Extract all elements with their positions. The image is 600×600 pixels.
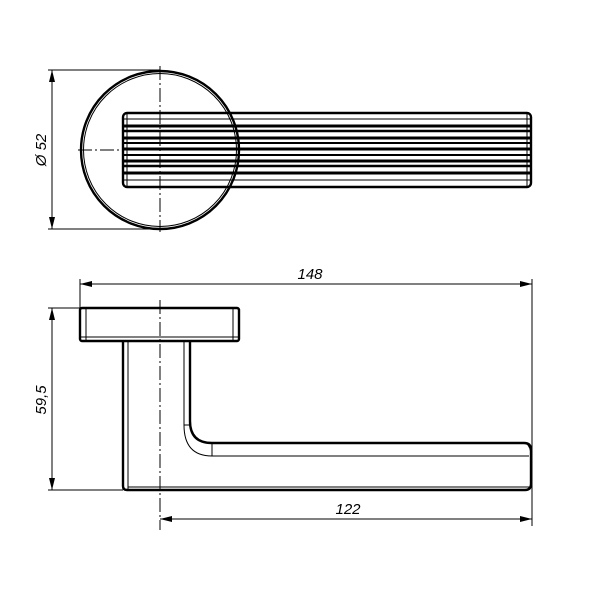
overall-length-label: 148	[297, 266, 323, 283]
top-view: Ø 52	[33, 66, 533, 232]
height-label: 59,5	[33, 385, 50, 415]
lever-length-label: 122	[335, 501, 361, 518]
lever-side-inner	[127, 342, 532, 490]
side-view: 148 59,5 122	[33, 266, 533, 530]
lever-grooves	[123, 113, 531, 187]
diameter-label: Ø 52	[33, 133, 50, 167]
lever-side	[121, 342, 533, 492]
